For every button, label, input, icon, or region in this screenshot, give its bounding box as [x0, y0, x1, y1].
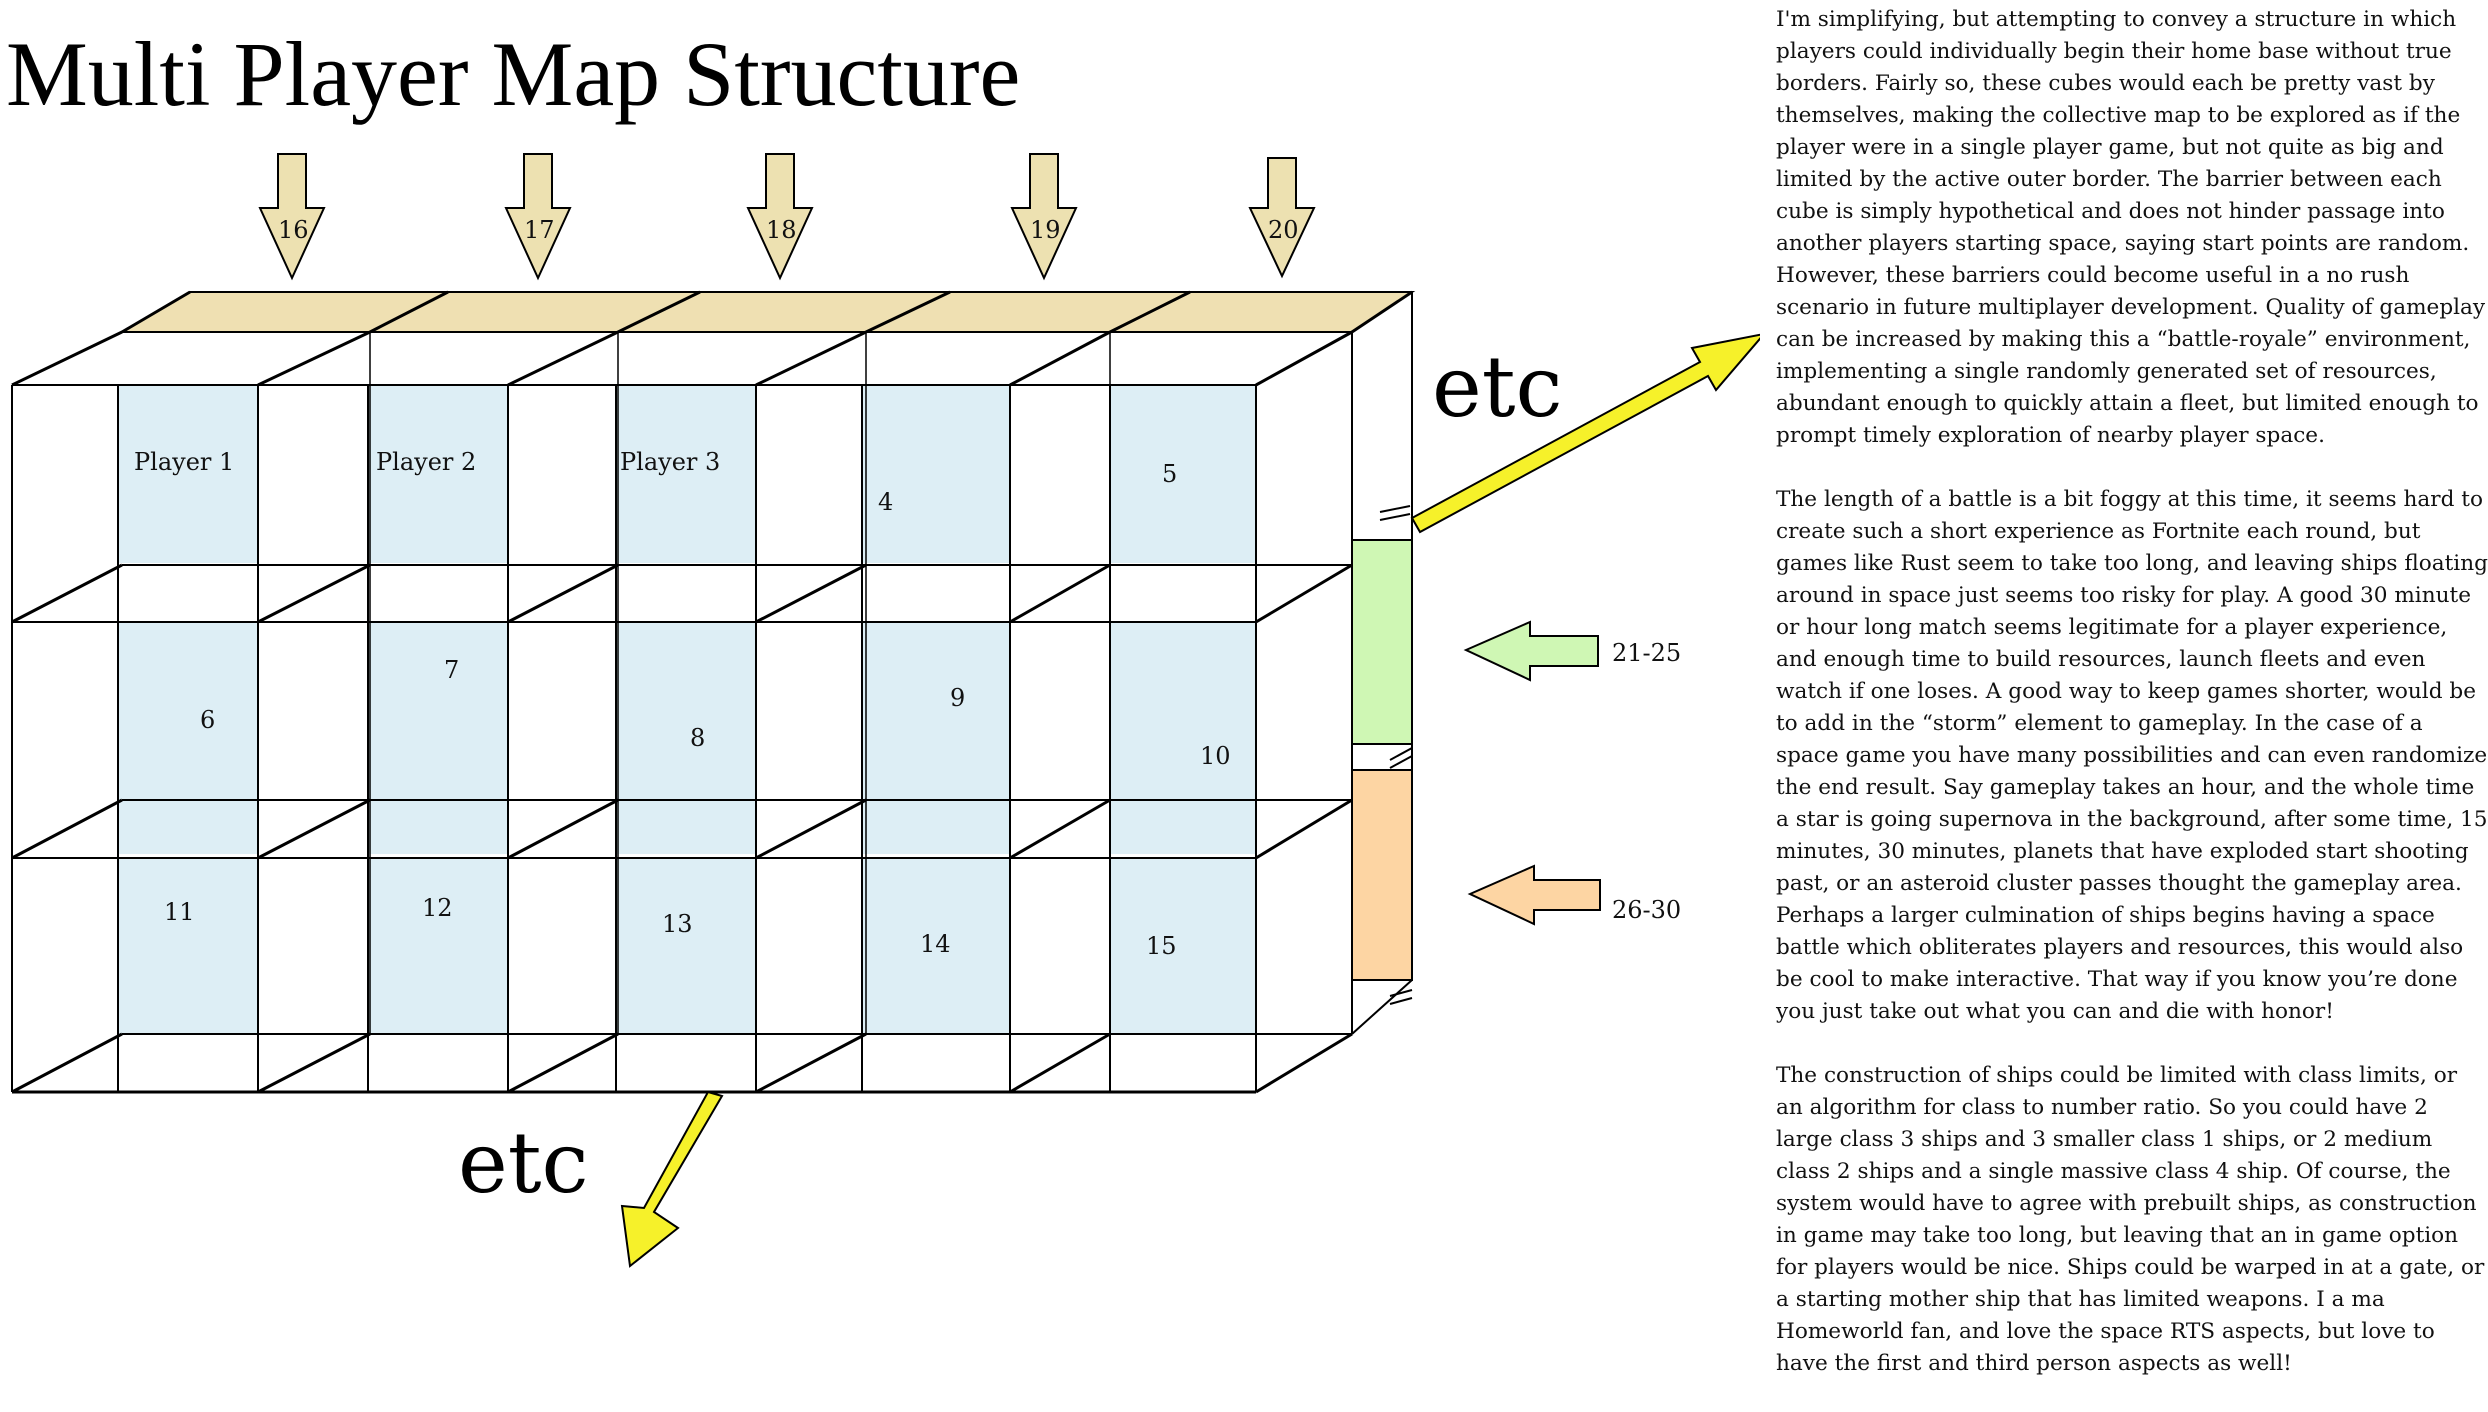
top-arrows: [258, 153, 1316, 281]
etc-arrow-right-icon: [1410, 332, 1767, 534]
top-arrow-labels: 16 17 18 19 20: [278, 216, 1299, 244]
cell-fill: [862, 622, 1010, 854]
etc-label-bottom: etc: [458, 1114, 589, 1212]
etc-label-right: etc: [1432, 338, 1563, 436]
cell-fill: [1110, 622, 1256, 854]
map-structure-diagram: Multi Player Map Structure: [6, 23, 1767, 1268]
cell-fill: [118, 385, 258, 563]
description-text: I'm simplifying, but attempting to conve…: [1776, 4, 2488, 1412]
top-arrow-label: 20: [1268, 216, 1299, 244]
cell-fill: [616, 858, 756, 1034]
cell-label: 10: [1200, 742, 1231, 770]
cell-labels: Player 1 Player 2 Player 3 4 5 6 7 8 9 1…: [134, 448, 1231, 960]
description-paragraph: The construction of ships could be limit…: [1776, 1063, 2485, 1376]
cell-label: 11: [164, 898, 195, 926]
cell-label: 7: [444, 656, 459, 684]
cell-label: Player 2: [376, 448, 476, 476]
description-paragraph: The length of a battle is a bit foggy at…: [1776, 487, 2488, 1024]
down-arrow-icon: [1010, 153, 1078, 281]
cell-label: 15: [1146, 932, 1177, 960]
cell-fill: [616, 622, 756, 854]
down-arrow-icon: [504, 153, 572, 281]
cell-label: 4: [878, 488, 893, 516]
cube-grid: Player 1 Player 2 Player 3 4 5 6 7 8 9 1…: [11, 153, 1767, 1268]
top-arrow-label: 16: [278, 216, 309, 244]
cell-fill: [118, 858, 258, 1034]
left-arrow-orange-icon: [1467, 864, 1601, 926]
cell-fill: [862, 385, 1010, 563]
top-arrow-label: 17: [524, 216, 555, 244]
down-arrow-icon: [746, 153, 814, 281]
cell-fill: [1110, 858, 1256, 1034]
etc-arrow-down-icon: [620, 1090, 724, 1268]
cell-label: 12: [422, 894, 453, 922]
top-band: [118, 291, 1416, 333]
cell-fill: [368, 858, 508, 1034]
cell-fill: [118, 622, 258, 854]
cell-fills: [118, 385, 1256, 1034]
cell-fill: [616, 385, 756, 563]
cell-fill: [862, 858, 1010, 1034]
cell-label: 13: [662, 910, 693, 938]
cell-label: 9: [950, 684, 965, 712]
grid-lines: [11, 290, 1413, 1094]
side-arrow-label: 21-25: [1612, 639, 1681, 667]
left-arrow-green-icon: [1463, 620, 1599, 682]
cell-label: Player 3: [620, 448, 720, 476]
diagram-title: Multi Player Map Structure: [6, 23, 1021, 125]
description-paragraph: I'm simplifying, but attempting to conve…: [1776, 7, 2486, 448]
cell-label: 5: [1162, 460, 1177, 488]
cell-fill: [368, 622, 508, 854]
cell-fill: [1110, 385, 1256, 563]
cell-label: Player 1: [134, 448, 234, 476]
cell-label: 8: [690, 724, 705, 752]
down-arrow-icon: [258, 153, 326, 281]
cell-label: 6: [200, 706, 215, 734]
top-arrow-label: 19: [1030, 216, 1061, 244]
side-panel-orange: [1351, 769, 1413, 981]
cell-fill: [368, 385, 508, 563]
side-panel-green: [1351, 539, 1413, 745]
top-arrow-label: 18: [766, 216, 797, 244]
down-arrow-icon: [1248, 157, 1316, 279]
side-arrow-label: 26-30: [1612, 896, 1681, 924]
cell-label: 14: [920, 930, 951, 958]
